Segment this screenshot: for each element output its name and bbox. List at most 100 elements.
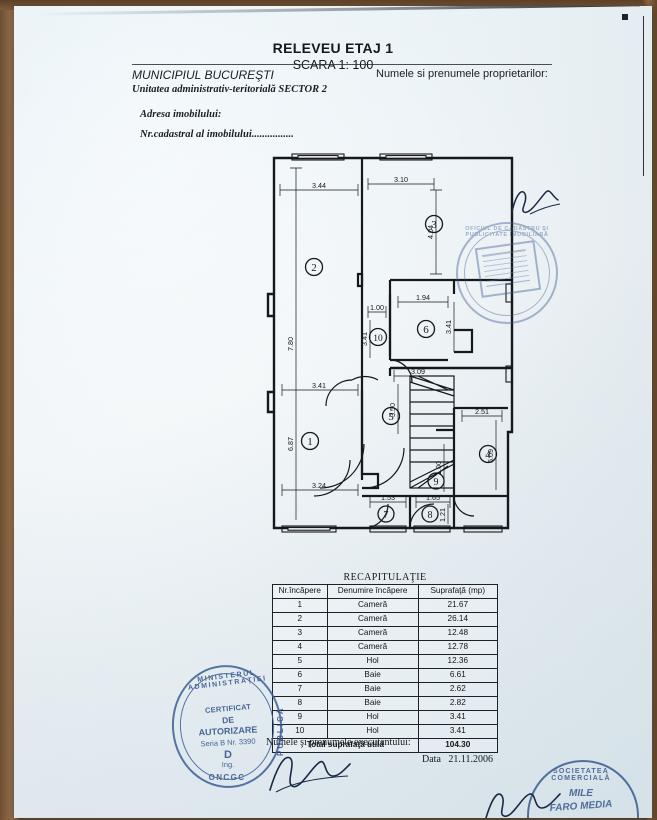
cell-room-area: 12.36 bbox=[417, 654, 499, 669]
svg-text:3: 3 bbox=[431, 219, 437, 231]
col-header-number: Nr.încăpere bbox=[272, 584, 328, 599]
svg-text:6: 6 bbox=[423, 324, 429, 336]
room-marker-2: 2 bbox=[304, 257, 324, 277]
recap-title: RECAPITULAŢIE bbox=[343, 572, 427, 583]
plan-dimension-labels: 3.44 7.80 3.10 4.04 1.94 3.41 1.00 3.41 … bbox=[286, 175, 495, 522]
col-header-area: Suprafaţă (mp) bbox=[417, 584, 499, 599]
cell-room-number: 2 bbox=[272, 612, 328, 627]
scale-label: SCARA 1: 100 bbox=[292, 58, 374, 72]
cell-room-area: 12.78 bbox=[417, 640, 499, 655]
recapitulation-table: Nr.încăpere Denumire încăpere Suprafaţă … bbox=[272, 584, 499, 753]
company-stamp-line-2: MILE bbox=[569, 788, 593, 799]
svg-text:2: 2 bbox=[311, 262, 317, 274]
cell-room-name: Hol bbox=[326, 710, 419, 725]
cell-room-number: 3 bbox=[272, 626, 328, 641]
cell-room-number: 4 bbox=[272, 640, 328, 655]
dim-room5-top: 3.09 bbox=[411, 367, 425, 376]
desk-background-top bbox=[0, 0, 657, 10]
svg-text:7: 7 bbox=[384, 510, 389, 521]
dim-room8-height: 1.21 bbox=[438, 508, 447, 522]
recapitulation-section: RECAPITULAŢIE Nr.încăpere Denumire încăp… bbox=[272, 572, 499, 753]
room-marker-6: 6 bbox=[416, 319, 436, 339]
dim-room6-height: 3.41 bbox=[444, 320, 453, 334]
paper-corner-mark bbox=[622, 14, 628, 20]
company-stamp-line-3: FARO MEDIA bbox=[549, 798, 613, 815]
stamp-line-3: AUTORIZARE bbox=[198, 724, 258, 738]
room-marker-4: 4 bbox=[478, 444, 498, 464]
date-field: Data 21.11.2006 bbox=[422, 754, 493, 765]
address-label: Adresa imobilului: bbox=[140, 109, 222, 120]
dim-room1-top: 3.41 bbox=[312, 381, 326, 390]
stamp-outer-ring bbox=[165, 659, 289, 794]
publica-vertical-text: PUBLICĂ bbox=[276, 706, 285, 756]
signature-company bbox=[485, 793, 561, 818]
stamp-inner-ring bbox=[174, 668, 280, 785]
stamp-arc-top: MINISTERUL ADMINISTRAȚIEI bbox=[187, 669, 268, 692]
cell-room-area: 6.61 bbox=[417, 668, 499, 683]
cell-room-number: 1 bbox=[272, 598, 328, 613]
plan-outer-walls bbox=[266, 156, 514, 530]
svg-text:4: 4 bbox=[485, 449, 491, 461]
plan-door-swings bbox=[313, 359, 475, 529]
col-header-name: Denumire încăpere bbox=[326, 584, 419, 599]
plan-windows-right bbox=[505, 283, 513, 383]
stamp-line-5: D bbox=[224, 749, 232, 761]
paper-edge-shadow bbox=[34, 6, 640, 16]
company-stamp-line-1: SOCIETATEA COMERCIALĂ bbox=[551, 768, 611, 782]
cell-room-area: 2.82 bbox=[417, 696, 499, 711]
cell-room-name: Baie bbox=[326, 668, 419, 683]
dim-room7-width: 1.53 bbox=[381, 493, 395, 502]
cell-room-name: Cameră bbox=[326, 626, 419, 641]
date-label: Data bbox=[422, 754, 441, 765]
plan-room-markers: 2 3 6 10 1 bbox=[300, 214, 498, 523]
cell-room-area: 12.48 bbox=[417, 626, 499, 641]
page-title: RELEVEU ETAJ 1 bbox=[272, 40, 394, 56]
dim-room2-width: 3.44 bbox=[312, 181, 326, 190]
cell-room-area: 3.41 bbox=[417, 724, 499, 739]
cell-room-area: 21.67 bbox=[417, 598, 499, 613]
floor-plan-svg: 2 3 6 10 1 bbox=[266, 153, 514, 533]
stamp-arc-bottom: ONCGC bbox=[208, 773, 246, 782]
room-marker-7: 7 bbox=[377, 505, 395, 523]
dim-room1-height: 6.87 bbox=[286, 437, 295, 451]
document-sheet: RELEVEU ETAJ 1 SCARA 1: 100 MUNICIPIUL B… bbox=[14, 6, 652, 818]
room-marker-10: 10 bbox=[368, 327, 388, 347]
date-value: 21.11.2006 bbox=[448, 754, 494, 765]
plan-windows-top bbox=[291, 153, 433, 161]
dim-room5-height: 3.50 bbox=[388, 403, 397, 417]
cell-room-name: Cameră bbox=[326, 640, 419, 655]
cell-room-name: Cameră bbox=[326, 598, 419, 613]
dim-room4-height: 5.09 bbox=[486, 449, 495, 463]
cadastral-number-label: Nr.cadastral al imobilului..............… bbox=[140, 129, 294, 140]
dim-room1-bottom: 3.24 bbox=[312, 481, 326, 490]
dim-room10-width: 1.00 bbox=[370, 303, 384, 312]
room-marker-3: 3 bbox=[424, 214, 444, 234]
table-total-row: Total suprafaţă utilă 104.30 bbox=[272, 738, 499, 753]
svg-text:9: 9 bbox=[434, 477, 439, 488]
stamp-line-4: Seria B Nr. 3390 bbox=[200, 736, 256, 749]
dim-room4-width: 2.51 bbox=[475, 407, 489, 416]
cell-room-area: 2.62 bbox=[417, 682, 499, 697]
company-stamp: SOCIETATEA COMERCIALĂ MILE FARO MEDIA bbox=[519, 754, 644, 818]
executant-label: Numele şi prenumele executantului: bbox=[266, 737, 411, 748]
cell-room-name: Baie bbox=[326, 696, 419, 711]
dim-room3-width: 3.10 bbox=[394, 175, 408, 184]
dim-room2-height: 7.80 bbox=[286, 337, 295, 351]
plan-windows-bottom bbox=[281, 525, 503, 533]
floor-plan-drawing: 2 3 6 10 1 bbox=[258, 144, 538, 544]
room-marker-1: 1 bbox=[300, 431, 320, 451]
cell-room-name: Cameră bbox=[326, 612, 419, 627]
dim-room9-height: 1.00 bbox=[434, 461, 443, 475]
cell-room-name: Hol bbox=[326, 654, 419, 669]
dim-room8-width: 1.65 bbox=[426, 493, 440, 502]
svg-text:10: 10 bbox=[373, 334, 383, 344]
